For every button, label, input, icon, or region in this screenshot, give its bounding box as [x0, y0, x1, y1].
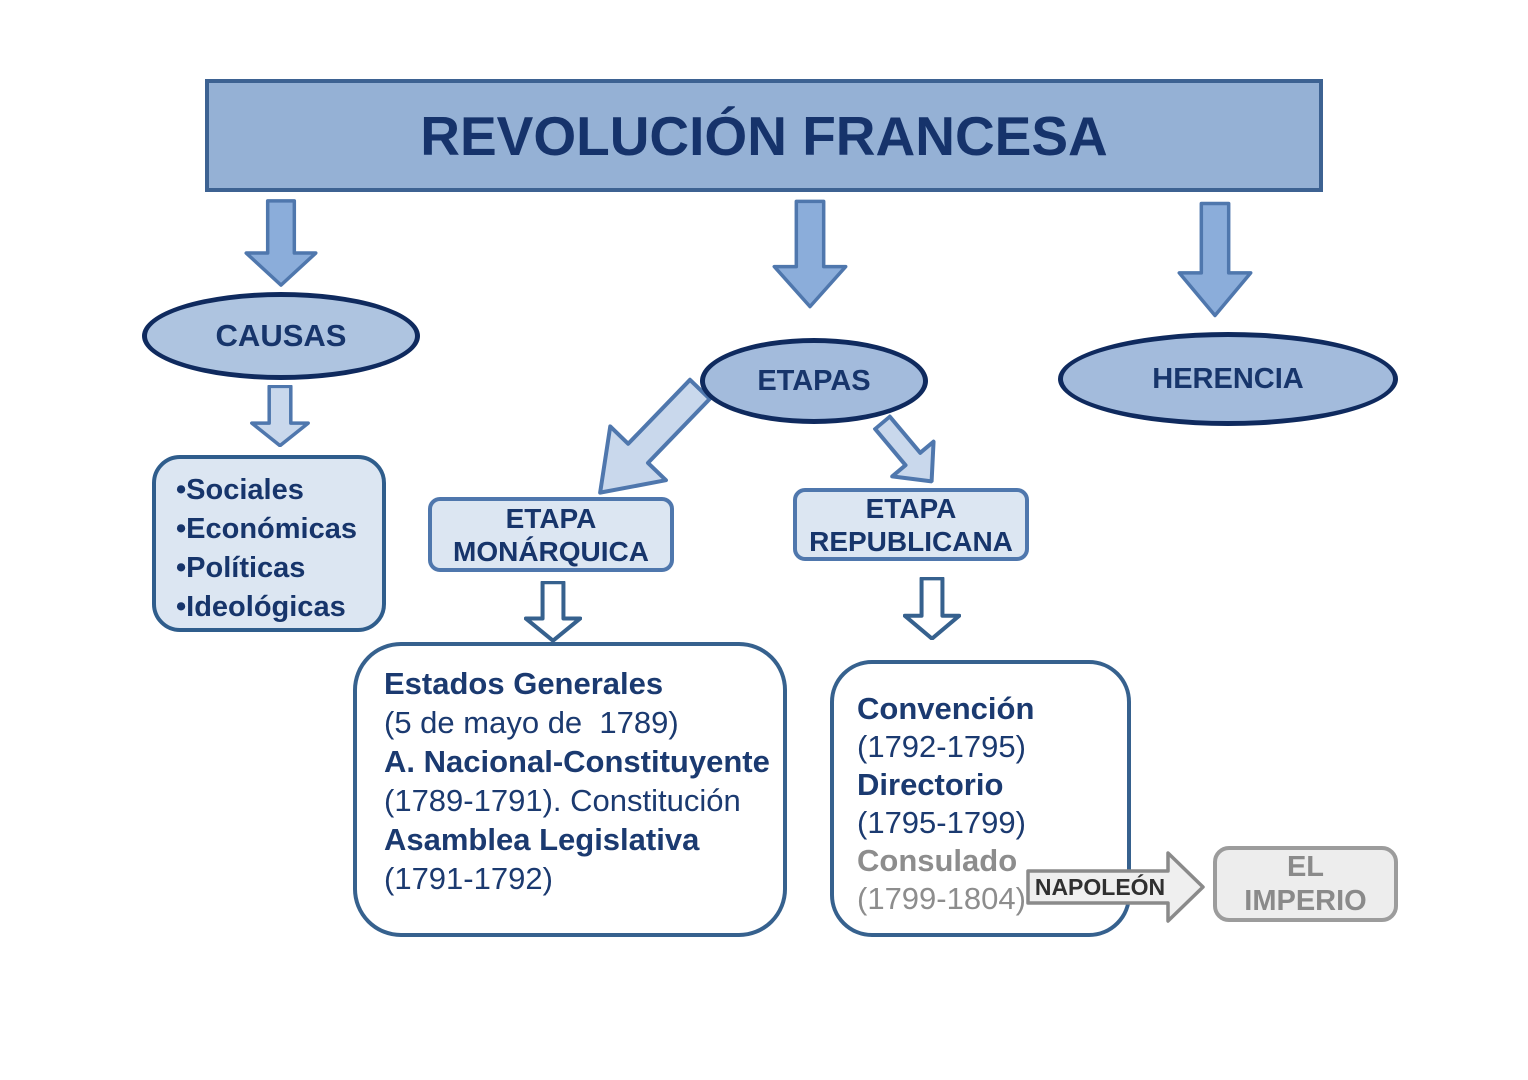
imperio-line1: EL: [1286, 851, 1325, 883]
convencion-date: (1792-1795): [857, 729, 1026, 764]
herencia-ellipse: HERENCIA: [1058, 332, 1398, 426]
imperio-line2: IMPERIO: [1244, 885, 1367, 917]
causas-item-ideologicas: •Ideológicas: [176, 591, 346, 623]
etapa-republicana-box: ETAPA REPUBLICANA: [793, 488, 1029, 561]
causas-item-economicas: •Económicas: [176, 513, 357, 545]
causas-item-politicas: •Políticas: [176, 552, 306, 584]
etapas-label: ETAPAS: [757, 364, 871, 397]
directorio-date: (1795-1799): [857, 805, 1026, 840]
page-title: REVOLUCIÓN FRANCESA: [420, 104, 1108, 167]
consulado-title: Consulado: [857, 843, 1018, 878]
nacional-constituyente-date: (1789-1791). Constitución: [384, 783, 741, 818]
etapa-monarquica-line2: MONÁRQUICA: [453, 535, 649, 567]
directorio-title: Directorio: [857, 767, 1004, 802]
arrow-etapas-to-monarquica: [567, 357, 733, 525]
arrow-title-to-causas: [244, 199, 318, 287]
convencion-title: Convención: [857, 691, 1035, 726]
consulado-date: (1799-1804): [857, 881, 1026, 916]
causas-label: CAUSAS: [215, 318, 347, 353]
etapa-monarquica-line1: ETAPA: [505, 502, 597, 534]
republicana-detail-box: Convención (1792-1795) Directorio (1795-…: [830, 660, 1131, 937]
etapas-ellipse: ETAPAS: [700, 338, 928, 424]
estados-generales-title: Estados Generales: [384, 666, 664, 701]
arrow-causas-to-list: [250, 385, 310, 447]
asamblea-legislativa-title: Asamblea Legislativa: [384, 822, 700, 857]
estados-generales-date: (5 de mayo de 1789): [384, 705, 679, 740]
arrow-etapas-to-republicana: [858, 402, 955, 502]
etapa-republicana-line1: ETAPA: [865, 492, 957, 524]
causas-item-sociales: •Sociales: [176, 474, 304, 506]
causas-ellipse: CAUSAS: [142, 292, 420, 380]
causas-list-box: •Sociales •Económicas •Políticas •Ideoló…: [152, 455, 386, 632]
arrow-monarquica-to-detail: [524, 581, 582, 642]
etapa-monarquica-box: ETAPA MONÁRQUICA: [428, 497, 674, 572]
arrow-republicana-to-detail: [903, 577, 961, 640]
etapa-republicana-line2: REPUBLICANA: [809, 525, 1013, 557]
arrow-title-to-herencia: [1177, 201, 1253, 318]
nacional-constituyente-title: A. Nacional-Constituyente: [384, 744, 770, 779]
napoleon-arrow: [1026, 851, 1205, 923]
imperio-box: EL IMPERIO: [1213, 846, 1398, 922]
arrow-title-to-etapas: [772, 199, 848, 309]
title-banner: REVOLUCIÓN FRANCESA: [205, 79, 1323, 192]
asamblea-legislativa-date: (1791-1792): [384, 861, 553, 896]
herencia-label: HERENCIA: [1152, 362, 1304, 395]
monarquica-detail-box: Estados Generales (5 de mayo de 1789) A.…: [353, 642, 787, 937]
napoleon-label: NAPOLEÓN: [1034, 873, 1166, 900]
